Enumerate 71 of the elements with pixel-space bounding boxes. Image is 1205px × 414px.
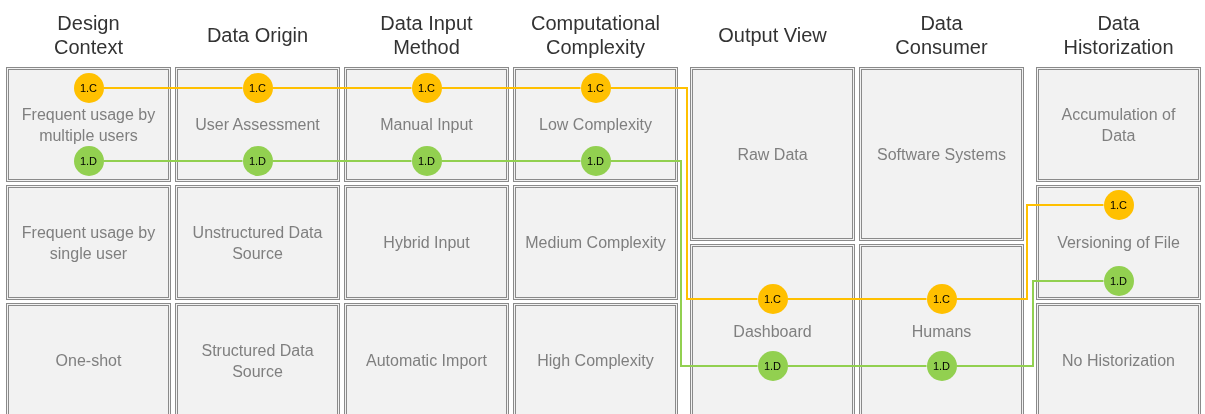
- path-line: [102, 87, 244, 89]
- column-heading: Data Input Method: [379, 11, 474, 59]
- option-cell: [690, 67, 855, 241]
- option-label: High Complexity: [536, 351, 655, 371]
- option-cell: [344, 185, 509, 300]
- option-cell: [1036, 185, 1201, 300]
- option-label: Structured Data Source: [200, 340, 315, 382]
- path-marker: 1.C: [1103, 190, 1134, 220]
- option-label: Low Complexity: [538, 115, 653, 135]
- path-marker: 1.C: [73, 73, 104, 103]
- path-line: [609, 87, 759, 300]
- option-label: Versioning of File: [1056, 233, 1181, 253]
- option-label: Frequent usage by multiple users: [20, 104, 157, 146]
- option-label: Software Systems: [876, 144, 1007, 165]
- option-cell: [344, 67, 509, 182]
- option-cell: [344, 303, 509, 414]
- option-cell: [513, 67, 678, 182]
- path-marker: 1.C: [411, 73, 442, 103]
- column-heading: Design Context: [53, 11, 124, 59]
- path-marker: 1.D: [580, 146, 611, 176]
- path-line: [440, 160, 582, 162]
- option-label: Unstructured Data Source: [191, 222, 324, 264]
- option-cell: [6, 67, 171, 182]
- path-line: [271, 87, 413, 89]
- option-label: Accumulation of Data: [1060, 104, 1177, 146]
- column-heading: Data Historization: [1062, 11, 1175, 59]
- path-line: [786, 298, 928, 300]
- option-label: Raw Data: [736, 144, 809, 165]
- option-cell: [690, 244, 855, 414]
- path-marker: 1.D: [73, 146, 104, 176]
- path-line: [609, 160, 759, 367]
- column-heading: Data Consumer: [894, 11, 989, 59]
- option-cell: [513, 303, 678, 414]
- path-marker: 1.C: [580, 73, 611, 103]
- option-cell: [175, 303, 340, 414]
- path-marker: 1.C: [242, 73, 273, 103]
- option-cell: [175, 185, 340, 300]
- path-line: [440, 87, 582, 89]
- path-marker: 1.D: [411, 146, 442, 176]
- path-line: [955, 280, 1105, 367]
- option-cell: [859, 67, 1024, 241]
- option-label: Dashboard: [732, 321, 813, 342]
- option-cell: [1036, 303, 1201, 414]
- column-heading: Data Origin: [205, 23, 310, 47]
- path-line: [955, 204, 1105, 300]
- option-cell: [6, 185, 171, 300]
- option-label: Frequent usage by single user: [20, 222, 157, 264]
- path-line: [786, 365, 928, 367]
- option-cell: [6, 303, 171, 414]
- path-marker: 1.D: [1103, 266, 1134, 296]
- column-heading: Output View: [717, 23, 828, 47]
- path-marker: 1.D: [926, 351, 957, 381]
- path-line: [102, 160, 244, 162]
- option-label: Medium Complexity: [524, 233, 667, 253]
- path-line: [271, 160, 413, 162]
- path-marker: 1.C: [926, 284, 957, 314]
- path-marker: 1.D: [757, 351, 788, 381]
- option-label: Hybrid Input: [382, 233, 471, 253]
- option-label: No Historization: [1061, 351, 1176, 371]
- option-label: Humans: [910, 321, 973, 342]
- option-label: Manual Input: [379, 115, 474, 135]
- option-label: Automatic Import: [365, 351, 488, 371]
- option-cell: [1036, 67, 1201, 182]
- column-heading: Computational Complexity: [530, 11, 661, 59]
- path-marker: 1.C: [757, 284, 788, 314]
- option-cell: [859, 244, 1024, 414]
- option-cell: [175, 67, 340, 182]
- option-label: User Assessment: [194, 115, 321, 135]
- option-label: One-shot: [54, 351, 123, 371]
- path-marker: 1.D: [242, 146, 273, 176]
- option-cell: [513, 185, 678, 300]
